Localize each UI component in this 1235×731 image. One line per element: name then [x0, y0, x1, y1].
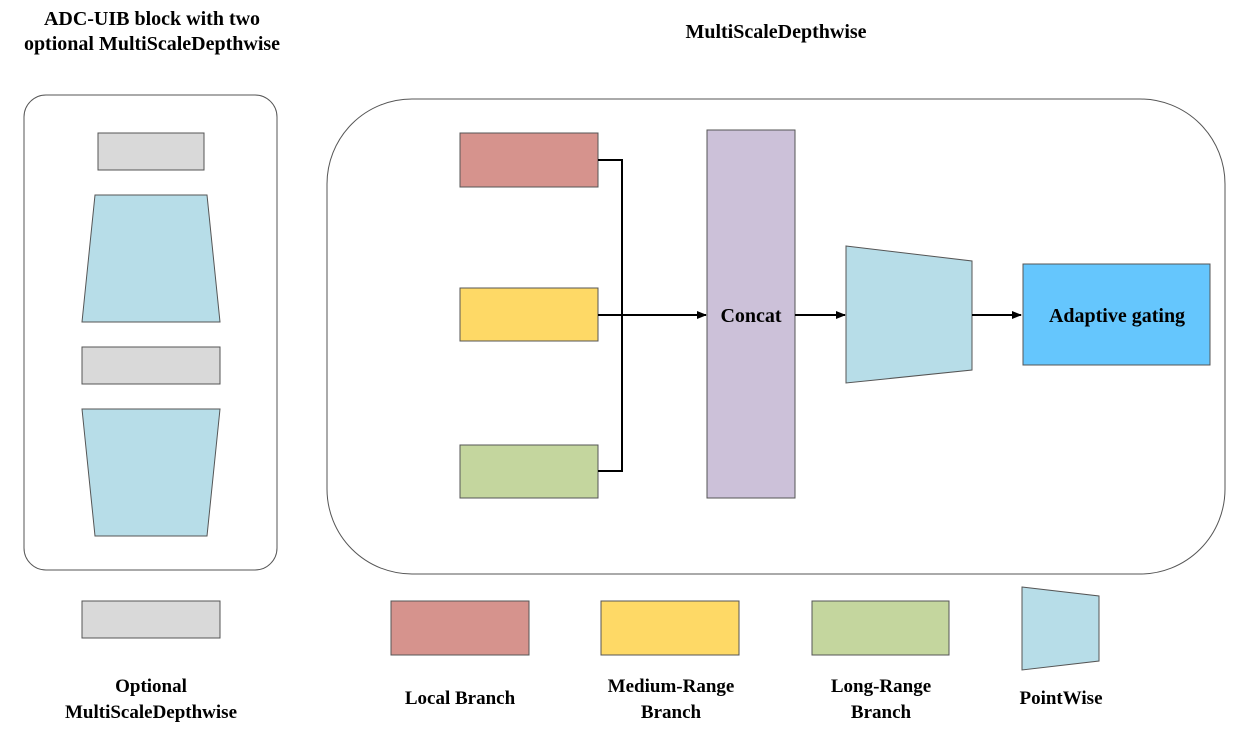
- legend-local-swatch: [390, 600, 530, 656]
- left-panel-title-line2: optional MultiScaleDepthwise: [24, 33, 280, 55]
- local-branch-box: [459, 132, 599, 188]
- legend-pointwise-swatch: [1021, 586, 1100, 671]
- concat-box: [706, 129, 796, 499]
- concat-label: Concat: [720, 305, 781, 327]
- legend-long-label-line2: Branch: [851, 702, 912, 723]
- optional-depthwise-legend-box: [81, 600, 221, 639]
- legend-medium-swatch: [600, 600, 740, 656]
- multiscale-depthwise-container: [326, 98, 1226, 575]
- left-panel-title-line1: ADC-UIB block with two: [44, 8, 260, 30]
- legend-long-swatch: [811, 600, 950, 656]
- legend-medium-label-line1: Medium-Range: [608, 676, 735, 697]
- optional-label-line2: MultiScaleDepthwise: [65, 702, 237, 723]
- legend-local-label: Local Branch: [405, 688, 516, 709]
- pointwise-projection: [845, 245, 973, 384]
- adc-uib-block-container: [23, 94, 278, 571]
- adc-uib-expand-pointwise: [81, 194, 221, 323]
- legend-long-label-line1: Long-Range: [831, 676, 931, 697]
- medium-range-branch-box: [459, 287, 599, 342]
- optional-label-line1: Optional: [115, 676, 187, 697]
- adaptive-gating-label: Adaptive gating: [1049, 305, 1185, 327]
- adc-uib-optional-depthwise-middle: [81, 346, 221, 385]
- branch-connector-lines: [598, 159, 623, 472]
- long-range-branch-box: [459, 444, 599, 499]
- legend-medium-label-line2: Branch: [641, 702, 702, 723]
- adc-uib-project-pointwise: [81, 408, 221, 537]
- legend-pointwise-label: PointWise: [1019, 688, 1102, 709]
- adaptive-gating-box: [1022, 263, 1211, 366]
- main-panel-title: MultiScaleDepthwise: [685, 21, 866, 43]
- adc-uib-optional-depthwise-top: [97, 132, 205, 171]
